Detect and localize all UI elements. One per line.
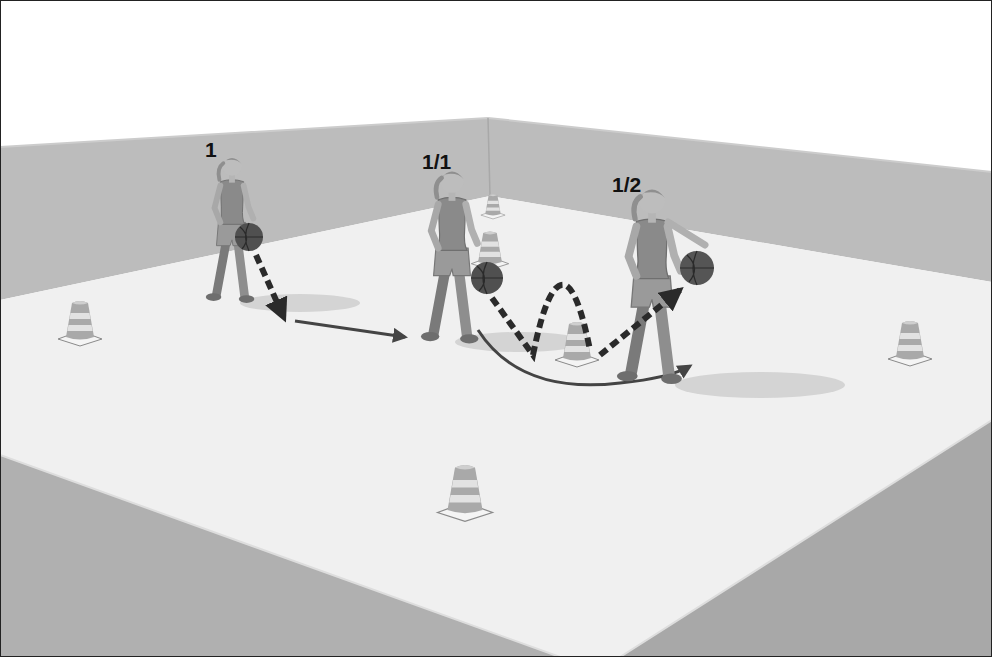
dribble-arrow	[256, 255, 284, 318]
floor	[0, 196, 992, 657]
callout-number: 1/1	[422, 151, 451, 172]
cone	[58, 194, 932, 521]
player-arm	[668, 222, 705, 245]
player-figure	[206, 156, 682, 383]
callout-number: 1	[205, 139, 217, 160]
dribble-arrow	[492, 285, 680, 355]
callout-number: 1/2	[612, 174, 641, 195]
basketball	[235, 223, 714, 294]
run-arrow	[295, 321, 405, 337]
run-arrow	[478, 330, 690, 385]
